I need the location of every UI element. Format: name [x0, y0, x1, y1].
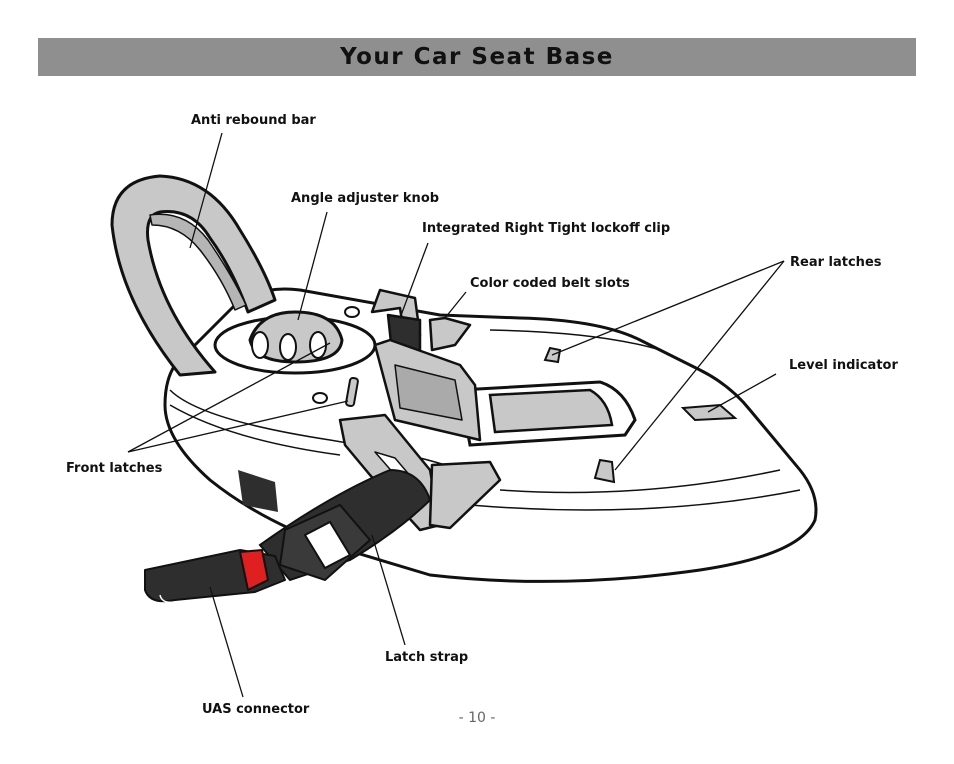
leader-lines [127, 132, 785, 698]
anti-rebound-bar [110, 174, 277, 377]
uas-connector [144, 549, 286, 604]
title-bar: Your Car Seat Base [38, 38, 916, 76]
front-foot [238, 470, 278, 512]
front-latch-slot [345, 376, 359, 408]
label-latch-strap: Latch strap [385, 650, 469, 665]
label-belt-slots: Color coded belt slots [470, 276, 630, 291]
label-anti-rebound-bar: Anti rebound bar [191, 113, 316, 128]
label-rear-latches: Rear latches [790, 255, 882, 270]
lockoff-clip [370, 288, 482, 442]
label-angle-adjuster-knob: Angle adjuster knob [291, 191, 440, 206]
rear-latch-tab [593, 458, 616, 484]
label-lockoff-clip: Integrated Right Tight lockoff clip [422, 221, 671, 236]
level-indicator-bubble [680, 403, 738, 422]
label-level-indicator: Level indicator [789, 358, 898, 373]
label-uas-connector: UAS connector [202, 702, 310, 717]
screw-hole [312, 392, 328, 404]
page-number: - 10 - [458, 710, 496, 726]
label-front-latches: Front latches [66, 461, 163, 476]
page-title: Your Car Seat Base [340, 44, 614, 70]
strap-buckle [278, 503, 372, 582]
seat-pad [488, 388, 614, 434]
screw-hole [344, 306, 360, 318]
